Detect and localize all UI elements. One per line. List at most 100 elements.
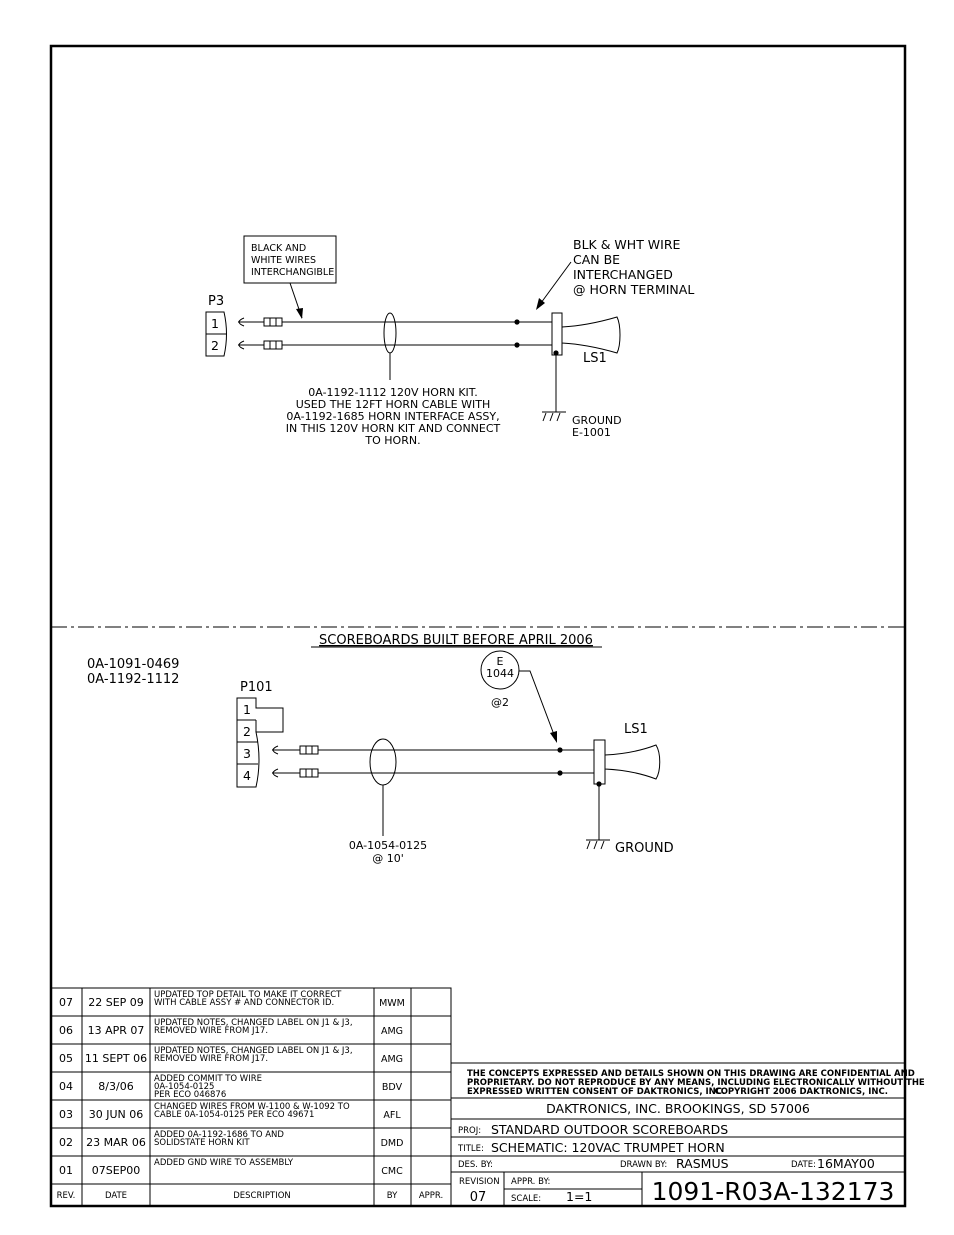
note-box-line: BLACK AND (251, 243, 306, 254)
date-header: DATE (105, 1191, 127, 1201)
revision-date: 8/3/06 (98, 1080, 133, 1093)
speaker-label-ls1: LS1 (624, 722, 648, 737)
revision-by: AMG (381, 1054, 403, 1065)
connector-p101-body (236, 697, 284, 788)
wire-note-line: INTERCHANGED (573, 267, 673, 282)
revision-description: REMOVED WIRE FROM J17. (154, 1054, 268, 1064)
note-box-line: INTERCHANGIBLE (251, 267, 334, 278)
revision-description: ADDED 0A-1192-1686 TO AND (154, 1130, 284, 1140)
horn-speaker-ls1 (551, 312, 621, 356)
revision-by: CMC (381, 1166, 403, 1177)
revision-rev: 07 (59, 996, 73, 1009)
title-label: TITLE: (457, 1144, 484, 1154)
revision-description: WITH CABLE ASSY # AND CONNECTOR ID. (154, 998, 334, 1008)
proj-label: PROJ: (458, 1126, 481, 1136)
copyright: COPYRIGHT 2006 DAKTRONICS, INC. (714, 1087, 888, 1097)
designed-by-label: DES. BY: (458, 1160, 493, 1170)
cable-jacket (369, 738, 397, 786)
pin-label: 2 (243, 724, 251, 739)
company-line: DAKTRONICS, INC. BROOKINGS, SD 57006 (546, 1101, 810, 1116)
pin-label: 1 (243, 702, 251, 717)
revision-by: MWM (379, 998, 405, 1009)
revision-by: BDV (382, 1082, 403, 1093)
notice-line: EXPRESSED WRITTEN CONSENT OF DAKTRONICS,… (467, 1087, 725, 1097)
scale-value: 1=1 (566, 1189, 592, 1204)
revision-date: 11 SEPT 06 (85, 1052, 147, 1065)
revision-by: DMD (381, 1138, 404, 1149)
revision-by: AMG (381, 1026, 403, 1037)
revision-date: 07SEP00 (92, 1164, 141, 1177)
speaker-label-ls1: LS1 (583, 351, 607, 366)
revision-rev: 02 (59, 1136, 73, 1149)
revision-description: PER ECO 046876 (154, 1090, 226, 1100)
revision-date: 23 MAR 06 (86, 1136, 146, 1149)
callout-sheet: @2 (491, 696, 509, 709)
revision-date: 30 JUN 06 (89, 1108, 144, 1121)
connector-label-p3: P3 (208, 294, 224, 309)
pin-label: 4 (243, 768, 251, 783)
notice-line: PROPRIETARY. DO NOT REPRODUCE BY ANY MEA… (467, 1078, 925, 1088)
description-header: DESCRIPTION (233, 1191, 291, 1201)
bottom-detail: SCOREBOARDS BUILT BEFORE APRIL 2006 0A-1… (87, 633, 674, 865)
ground-label: GROUND (615, 841, 674, 856)
drawing-date: 16MAY00 (817, 1156, 875, 1171)
revision-description: 0A-1054-0125 (154, 1082, 214, 1092)
cable-jacket (383, 312, 397, 354)
connector-label-p101: P101 (240, 680, 273, 695)
revision-label: REVISION (459, 1177, 500, 1187)
cable-note-line: 0A-1192-1112 120V HORN KIT. (308, 386, 477, 399)
cable-note-line: 0A-1054-0125 (349, 839, 427, 852)
revision-description: UPDATED NOTES, CHANGED LABEL ON J1 & J3, (154, 1018, 353, 1028)
cable-note-line: TO HORN. (364, 434, 420, 447)
revision-date: 22 SEP 09 (88, 996, 144, 1009)
callout-number: 1044 (486, 667, 514, 680)
wire-note-line: @ HORN TERMINAL (573, 282, 694, 297)
pin-contact-4 (272, 768, 319, 778)
pin-label: 1 (211, 316, 219, 331)
wire-note-line: BLK & WHT WIRE (573, 237, 681, 252)
callout-letter: E (497, 655, 504, 668)
scale-label: SCALE: (511, 1194, 541, 1204)
drawing-number: 1091-R03A-132173 (652, 1177, 895, 1206)
revision-description: SOLIDSTATE HORN KIT (154, 1138, 250, 1148)
pin-label: 2 (211, 338, 219, 353)
wire-note-line: CAN BE (573, 252, 620, 267)
date-label: DATE: (791, 1160, 816, 1170)
ground-ref: E-1001 (572, 426, 611, 439)
revision-rev: 06 (59, 1024, 73, 1037)
cable-note-line: IN THIS 120V HORN KIT AND CONNECT (286, 422, 501, 435)
pin-label: 3 (243, 746, 251, 761)
cable-note-line: @ 10' (372, 852, 404, 865)
bottom-detail-title: SCOREBOARDS BUILT BEFORE APRIL 2006 (319, 633, 593, 648)
revision-date: 13 APR 07 (88, 1024, 145, 1037)
ground-label: GROUND (572, 414, 622, 427)
pin-contact-2 (238, 340, 283, 350)
part-number: 0A-1192-1112 (87, 672, 179, 687)
approved-by-label: APPR. BY: (511, 1177, 550, 1187)
revision-rev: 04 (59, 1080, 73, 1093)
project-name: STANDARD OUTDOOR SCOREBOARDS (491, 1122, 728, 1137)
drawing-title: SCHEMATIC: 120VAC TRUMPET HORN (491, 1140, 725, 1155)
title-block: THE CONCEPTS EXPRESSED AND DETAILS SHOWN… (450, 1062, 925, 1207)
revision-rev: 03 (59, 1108, 73, 1121)
callout-circle-e1044 (480, 650, 520, 690)
revision-description: ADDED COMMIT TO WIRE (154, 1074, 262, 1084)
pin-contact-3 (272, 745, 319, 755)
pin-contact-1 (238, 317, 283, 327)
revision-rev: 05 (59, 1052, 73, 1065)
revision-description: CHANGED WIRES FROM W-1100 & W-1092 TO (154, 1102, 350, 1112)
by-header: BY (387, 1191, 398, 1201)
connector-p3-body (205, 311, 227, 357)
note-box-line: WHITE WIRES (251, 255, 316, 266)
rev-header: REV. (57, 1191, 76, 1201)
revision-description: REMOVED WIRE FROM J17. (154, 1026, 268, 1036)
drawn-by: RASMUS (676, 1156, 729, 1171)
revision-number: 07 (470, 1190, 487, 1205)
drawn-by-label: DRAWN BY: (620, 1160, 667, 1170)
cable-note-line: USED THE 12FT HORN CABLE WITH (296, 398, 490, 411)
horn-speaker-ls1 (593, 739, 661, 785)
top-detail: BLACK AND WHITE WIRES INTERCHANGIBLE P3 … (205, 235, 694, 447)
